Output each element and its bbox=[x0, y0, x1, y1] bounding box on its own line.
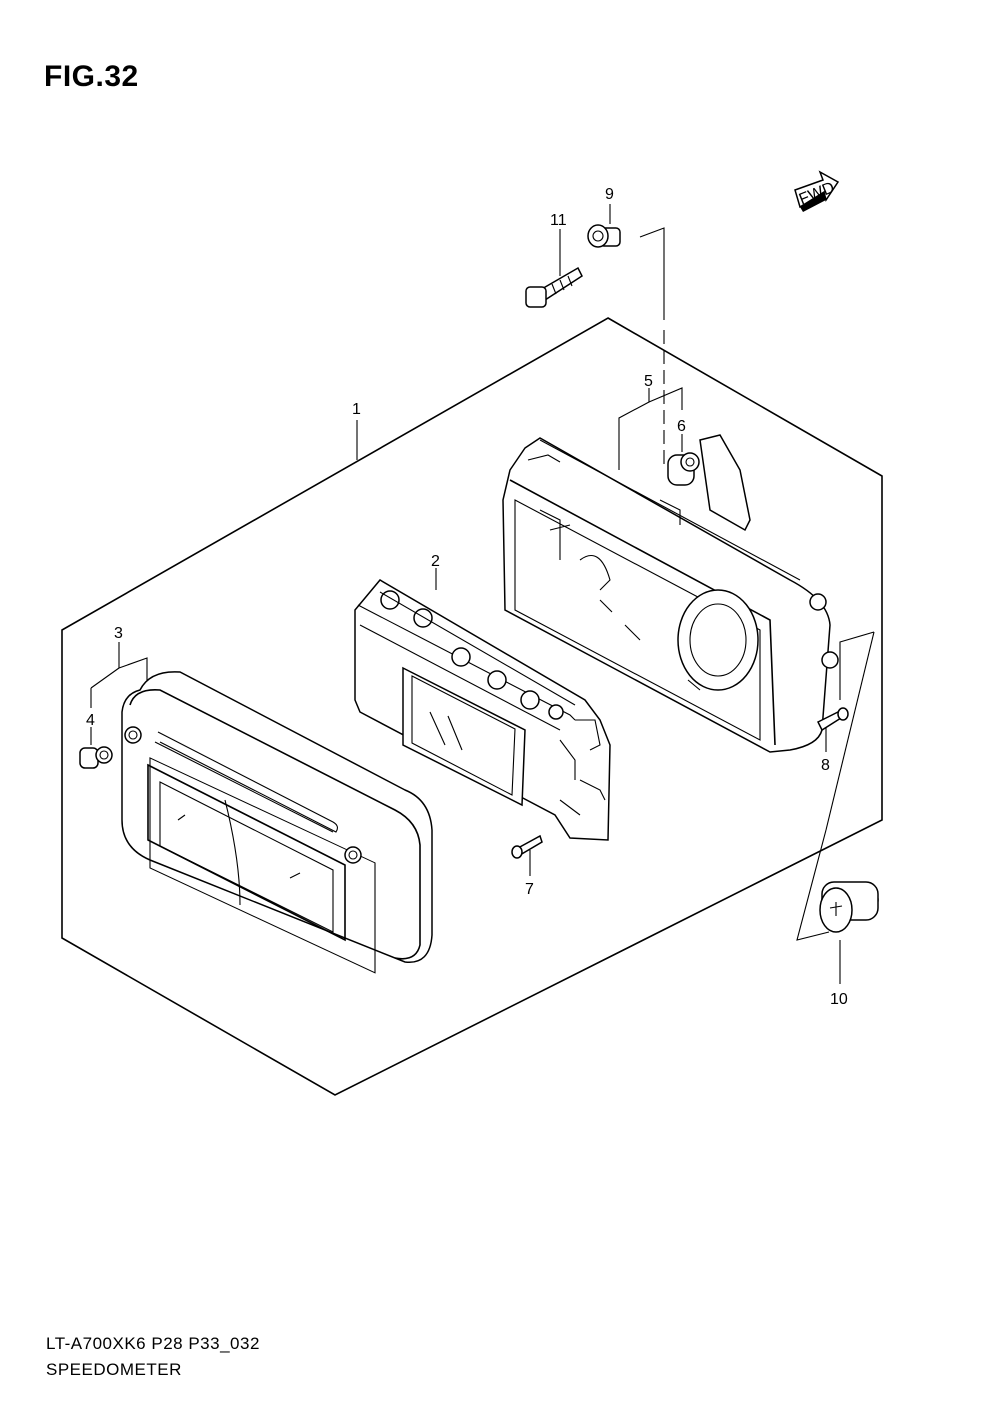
callout-7: 7 bbox=[525, 881, 534, 898]
callout-3: 3 bbox=[114, 625, 123, 642]
callout-9: 9 bbox=[605, 186, 614, 203]
callout-10: 10 bbox=[830, 991, 848, 1008]
bulb-socket bbox=[819, 881, 879, 933]
callout-11: 11 bbox=[550, 212, 567, 229]
washer bbox=[587, 224, 621, 248]
callout-8: 8 bbox=[821, 757, 830, 774]
screw-small bbox=[511, 834, 543, 859]
front-cover bbox=[121, 671, 433, 974]
callout-6: 6 bbox=[677, 418, 686, 435]
fwd-arrow-icon: FWD bbox=[794, 170, 840, 212]
callout-2: 2 bbox=[431, 553, 440, 570]
leader-lines bbox=[90, 204, 875, 984]
cushion bbox=[667, 452, 700, 486]
grommet-nut bbox=[79, 746, 113, 769]
footer-model-code: LT-A700XK6 P28 P33_032 bbox=[46, 1334, 260, 1353]
figure-title: FIG.32 bbox=[44, 60, 139, 93]
bolt bbox=[525, 266, 583, 308]
footer-caption: SPEEDOMETER bbox=[46, 1360, 182, 1379]
screw-rear bbox=[816, 707, 849, 732]
callout-4: 4 bbox=[86, 712, 95, 729]
assembly-outline bbox=[61, 317, 883, 1096]
callout-1: 1 bbox=[352, 401, 361, 418]
meter-unit bbox=[354, 579, 611, 841]
callout-5: 5 bbox=[644, 373, 653, 390]
